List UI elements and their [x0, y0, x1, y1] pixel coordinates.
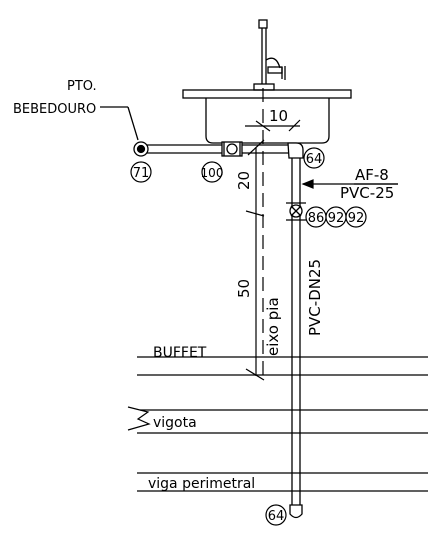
union-fitting [221, 141, 243, 157]
bottom-cap [289, 504, 303, 519]
horizontal-pipe [147, 144, 290, 154]
callout-71: 71 [133, 166, 150, 181]
fountain-point [100, 106, 149, 157]
callout-92-a: 92 [328, 211, 345, 226]
callout-64-bottom: 64 [268, 509, 285, 524]
callout-100: 100 [201, 166, 224, 180]
valve [286, 202, 306, 221]
callouts [130, 147, 367, 526]
dim-50-label: 50 [235, 279, 253, 298]
af-label: AF-8 [355, 166, 389, 184]
pvc-label: PVC-25 [340, 184, 394, 202]
sink [182, 89, 352, 144]
dimension-10-line [245, 119, 301, 132]
faucet [253, 19, 286, 91]
buffet-label: BUFFET [153, 345, 207, 361]
viga-label: viga perimetral [148, 476, 255, 492]
vigota-label: vigota [153, 415, 197, 431]
pipe-label: PVC-DN25 [306, 259, 324, 336]
callout-86: 86 [308, 211, 325, 226]
structure-lines [127, 356, 428, 492]
dim-10-label: 10 [269, 107, 288, 125]
fountain-label-line1: PTO. [67, 79, 97, 94]
callout-64-top: 64 [306, 152, 323, 167]
callout-92-b: 92 [348, 211, 365, 226]
axis-label: eixo pia [264, 297, 282, 356]
fountain-label-line2: BEBEDOURO [13, 102, 96, 117]
dim-20-label: 20 [235, 171, 253, 190]
top-elbow [287, 142, 304, 159]
